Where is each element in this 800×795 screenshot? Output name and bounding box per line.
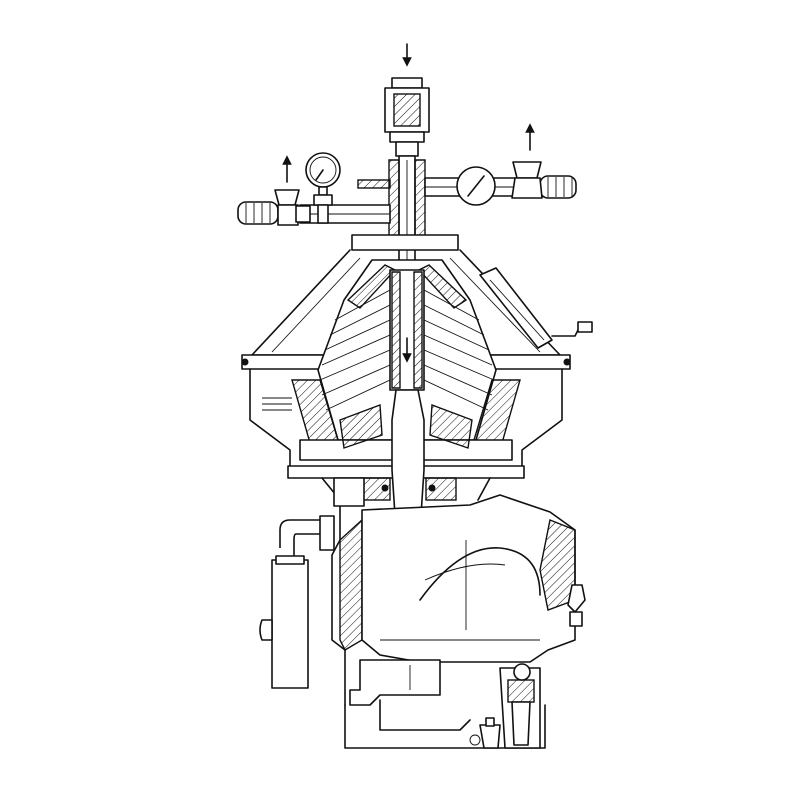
inlet-sight-glass	[384, 77, 430, 157]
machine-base	[344, 649, 546, 749]
frame-neck	[321, 477, 491, 651]
bowl-housing	[249, 368, 563, 479]
left-valve	[274, 189, 311, 226]
gear-housing	[361, 494, 586, 663]
pressure-gauge-icon	[305, 152, 341, 224]
drive-motor	[259, 515, 335, 689]
right-valve	[456, 161, 543, 206]
sight-tube-right	[479, 267, 593, 349]
